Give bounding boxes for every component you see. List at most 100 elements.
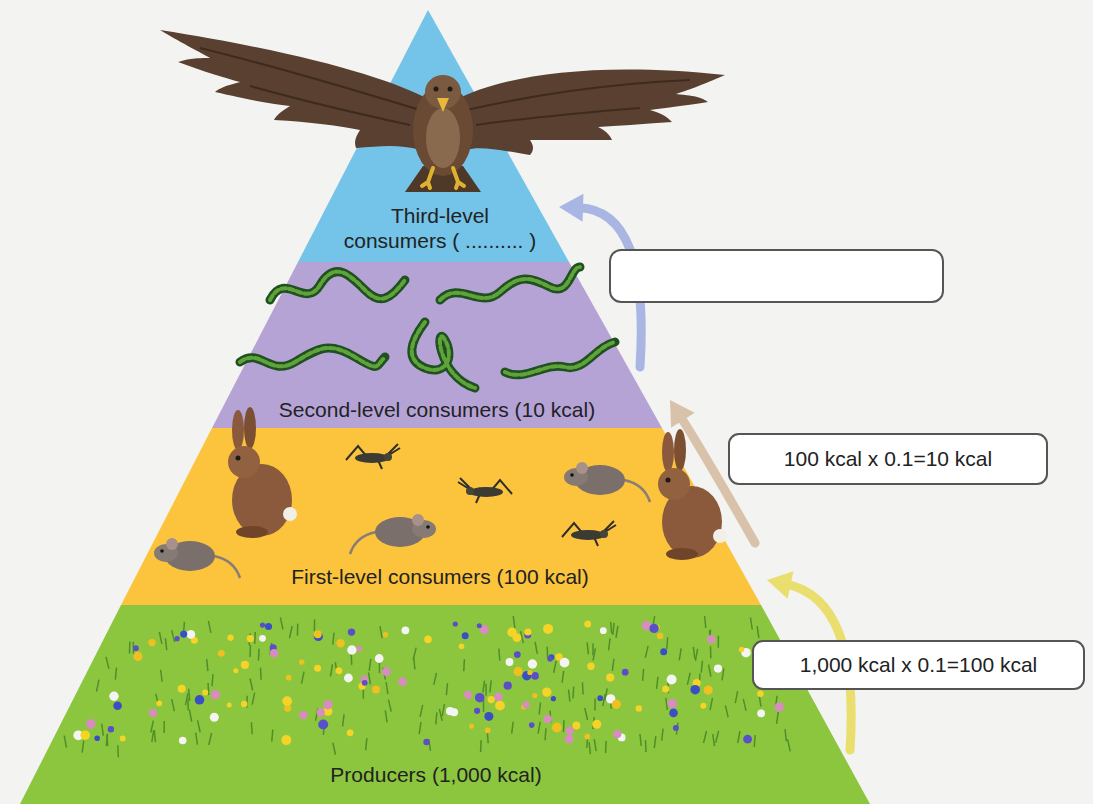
text-holder: Second-level consumers (10 kcal) xyxy=(279,397,595,422)
flower xyxy=(542,687,551,696)
flower xyxy=(210,713,219,722)
flower xyxy=(649,624,658,633)
flower xyxy=(514,667,523,676)
flower xyxy=(149,709,157,717)
arrow-head xyxy=(670,400,695,428)
flower xyxy=(299,711,307,719)
flower xyxy=(227,635,233,641)
eagle-talons xyxy=(422,168,464,188)
flower xyxy=(600,627,607,634)
band-label: Second-level consumers (10 kcal) xyxy=(279,397,595,422)
flower xyxy=(299,659,304,664)
flower xyxy=(488,696,495,703)
flower xyxy=(477,623,482,628)
flower xyxy=(362,680,368,686)
rabbit-foot xyxy=(236,526,268,538)
flower xyxy=(375,654,384,663)
flower xyxy=(423,739,429,745)
flower xyxy=(690,685,700,695)
flower xyxy=(282,696,292,706)
flower xyxy=(547,656,552,661)
flower xyxy=(120,735,126,741)
grass-blade xyxy=(379,661,381,673)
flower xyxy=(314,630,322,638)
band-fill xyxy=(298,10,569,262)
flower xyxy=(704,686,713,695)
rabbit-ear xyxy=(674,429,686,471)
flower xyxy=(335,667,342,674)
flower xyxy=(318,720,328,730)
flower xyxy=(485,727,491,733)
rabbit-ear xyxy=(232,410,244,450)
flower xyxy=(527,670,532,675)
text-holder: Third-level consumers ( .......... ) xyxy=(340,203,540,253)
flower xyxy=(531,672,539,680)
flower xyxy=(270,649,279,658)
flower xyxy=(668,699,678,709)
flower xyxy=(474,708,480,714)
flower xyxy=(178,685,186,693)
flower xyxy=(80,730,90,740)
band-fill xyxy=(121,428,761,605)
flower xyxy=(484,712,493,721)
flower xyxy=(757,709,765,717)
flower xyxy=(707,635,715,643)
flower xyxy=(195,695,205,705)
grass-blade xyxy=(485,684,487,696)
flower xyxy=(314,665,321,672)
flower xyxy=(528,659,537,668)
flower xyxy=(606,674,614,682)
grass-blade xyxy=(718,636,720,648)
flower xyxy=(356,646,362,652)
flower xyxy=(475,693,485,703)
rabbit-foot xyxy=(666,548,698,560)
flower xyxy=(551,696,556,701)
flower xyxy=(743,735,752,744)
flower xyxy=(592,720,601,729)
flower xyxy=(523,701,530,708)
flower xyxy=(175,636,180,641)
flower xyxy=(336,639,344,647)
calculation-box: 1,000 kcal x 0.1=100 kcal xyxy=(752,640,1085,690)
flower xyxy=(565,735,574,744)
band-label: Third-level consumers ( .......... ) xyxy=(340,203,540,253)
flower xyxy=(94,735,100,741)
calculation-box: 100 kcal x 0.1=10 kcal xyxy=(728,433,1048,485)
eagle-beak xyxy=(437,98,449,112)
grasshopper-head xyxy=(384,453,392,461)
eagle-eye xyxy=(448,87,453,92)
mouse-ear xyxy=(576,462,588,474)
flower xyxy=(180,631,187,638)
grass-blade xyxy=(163,721,165,733)
flower xyxy=(446,707,454,715)
flower xyxy=(613,730,621,738)
flower xyxy=(662,685,669,692)
rabbit-eye xyxy=(236,456,241,461)
flower xyxy=(514,651,521,658)
flower xyxy=(344,674,353,683)
text-holder: First-level consumers (100 kcal) xyxy=(291,564,589,589)
flower xyxy=(211,690,220,699)
flower xyxy=(585,734,591,740)
flower xyxy=(179,737,187,745)
flower xyxy=(265,623,272,630)
arrow-head xyxy=(559,194,583,222)
flower xyxy=(622,669,629,676)
flower xyxy=(669,709,678,718)
flower xyxy=(597,695,603,701)
flower xyxy=(202,690,208,696)
flower xyxy=(552,723,562,733)
grass-blade xyxy=(710,646,712,658)
grass-blade xyxy=(483,700,485,712)
flower xyxy=(372,686,380,694)
flower xyxy=(524,628,531,635)
flower xyxy=(281,735,291,745)
rabbit-tail xyxy=(713,529,727,543)
flower xyxy=(459,643,465,649)
blank-answer-box xyxy=(610,250,943,302)
flower xyxy=(584,621,591,628)
flower xyxy=(544,715,552,723)
flower xyxy=(241,661,249,669)
flower xyxy=(148,639,155,646)
rabbit-ear xyxy=(662,432,674,472)
